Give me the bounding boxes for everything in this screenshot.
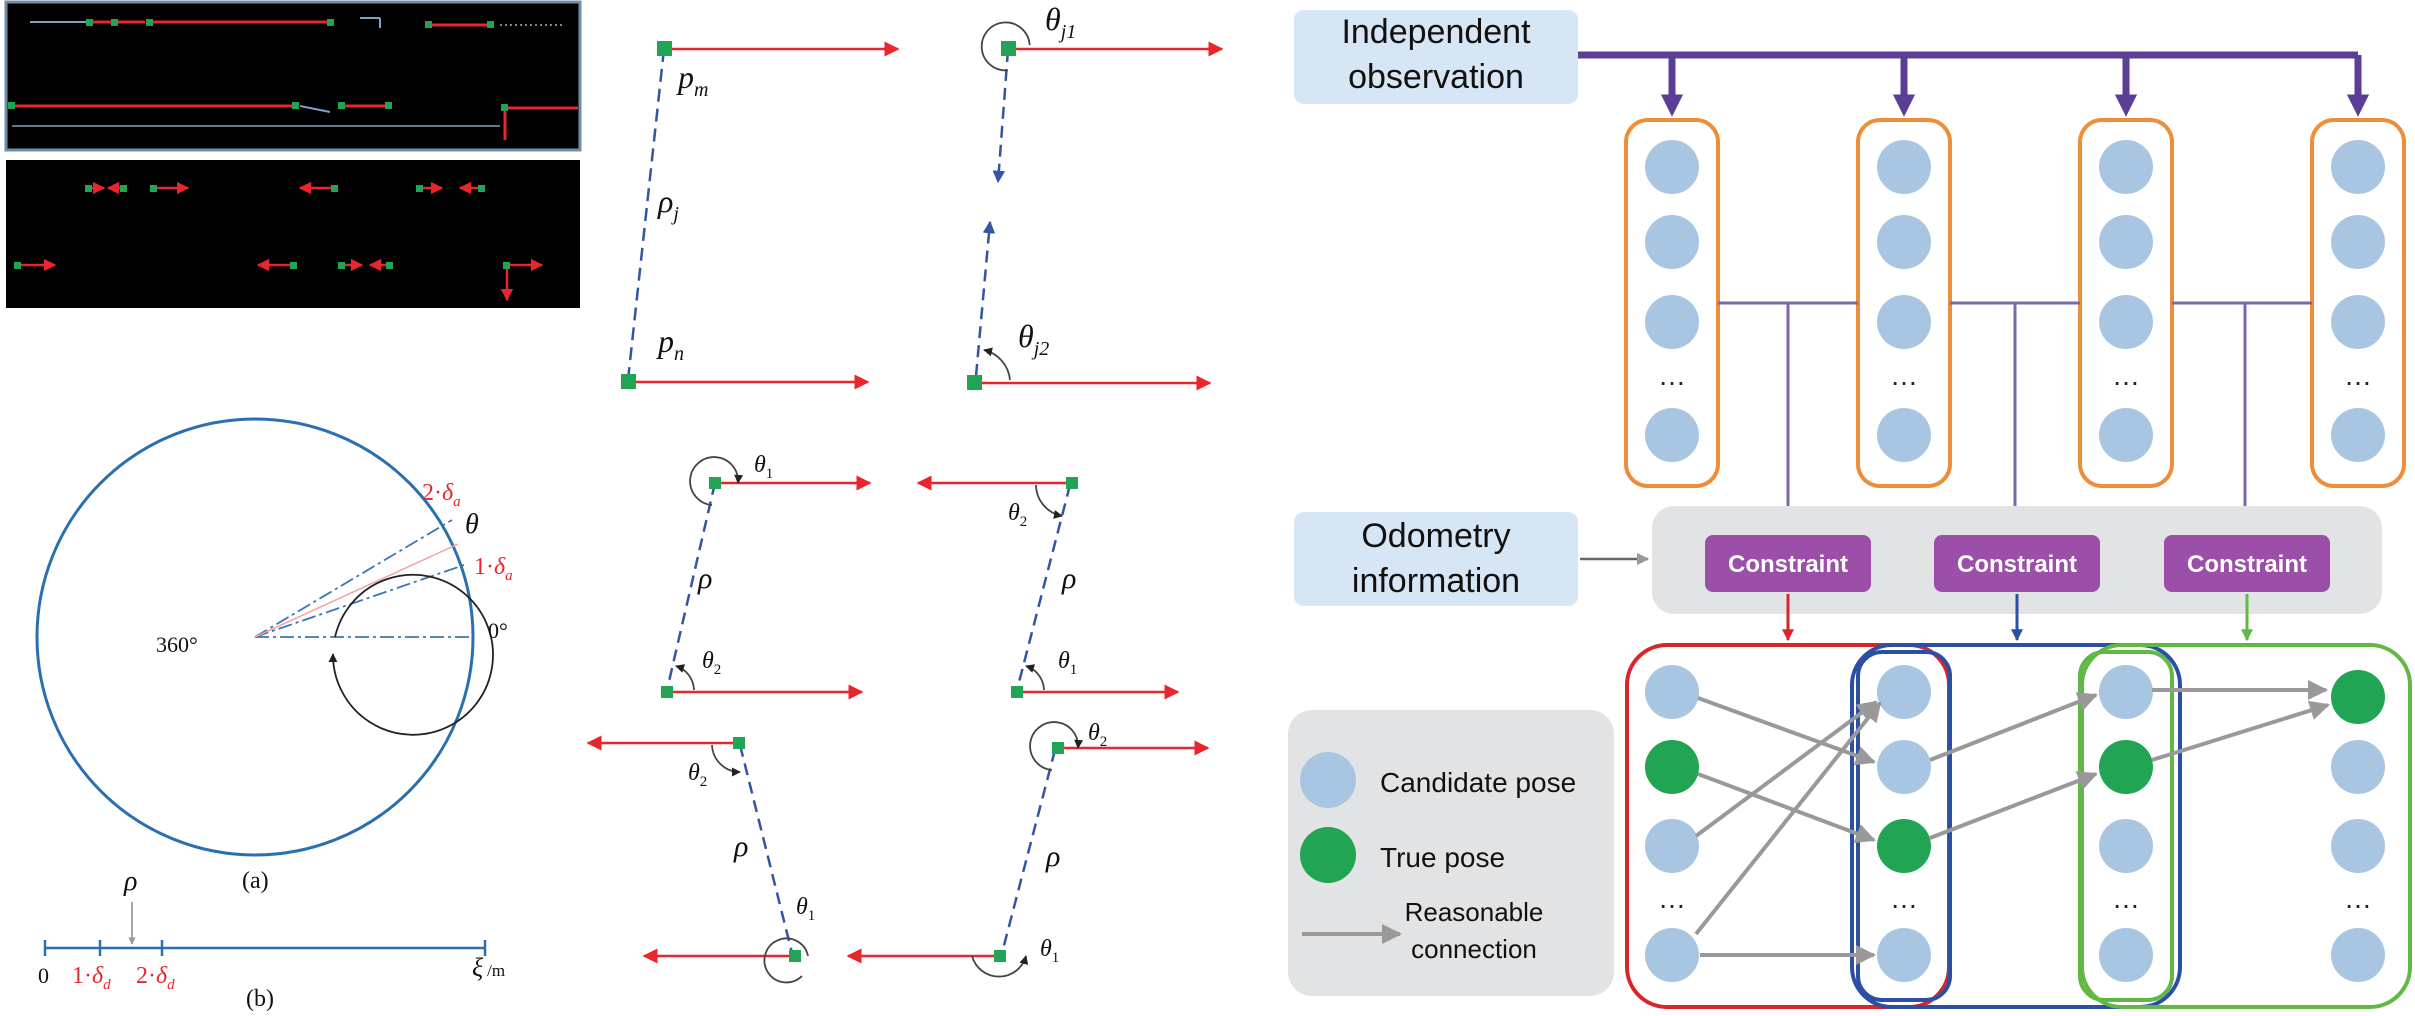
odometry-line2: information: [1352, 562, 1520, 600]
line-pair-distance: pm ρj pn: [621, 41, 900, 390]
rho-label: ρ: [733, 830, 748, 863]
rho-label: ρ: [1061, 562, 1076, 595]
legend-reasonable-1: Reasonable: [1405, 897, 1544, 927]
theta2-label: θ2: [688, 760, 707, 790]
ellipsis: …: [1658, 883, 1686, 914]
legend-true-pose: True pose: [1380, 842, 1505, 873]
p-m-label: pm: [676, 59, 708, 101]
ellipsis: …: [2344, 360, 2372, 391]
constraint-label: Constraint: [1957, 551, 2077, 578]
one-delta-d-label: 1·δd: [72, 963, 111, 993]
theta2-label: θ2: [1088, 720, 1107, 750]
rho-label: ρ: [697, 562, 712, 595]
config-bottom-right: θ2 ρ θ1: [846, 720, 1210, 978]
legend-reasonable-2: connection: [1411, 934, 1537, 964]
config-top-right: θ2 ρ θ1: [916, 475, 1180, 700]
pose-graph-diagram: Independent observation … … … …: [1288, 10, 2412, 1009]
config-bottom-left: θ2 ρ θ1: [586, 735, 815, 984]
pose-nodes: … … … …: [1645, 665, 2385, 982]
caption-b: (b): [246, 986, 274, 1012]
ellipsis: …: [1890, 883, 1918, 914]
angle-circle-diagram: 360° θ 2·δa 1·δa 0° (a): [35, 417, 513, 894]
line-pair-angles: θj1 θj2: [967, 1, 1224, 391]
one-delta-a-label: 1·δa: [474, 554, 513, 584]
deg-360-label: 360°: [156, 632, 198, 657]
ellipsis: …: [1890, 360, 1918, 391]
p-n-label: pn: [656, 323, 684, 365]
ellipsis: …: [2112, 883, 2140, 914]
ellipsis: …: [2112, 360, 2140, 391]
rho-j-label: ρj: [657, 183, 679, 225]
two-delta-a-label: 2·δa: [422, 480, 461, 510]
xi-label: ξ/m: [472, 953, 505, 982]
rho-label-b: ρ: [123, 866, 137, 897]
scan-image-top: [4, 0, 582, 152]
distance-axis-diagram: ρ 0 1·δd 2·δd ξ/m (b): [38, 866, 505, 1012]
theta1-label: θ1: [1058, 648, 1077, 678]
theta-j2-label: θj2: [1018, 318, 1049, 360]
scan-image-bottom: [6, 160, 580, 308]
legend-candidate: Candidate pose: [1380, 767, 1576, 798]
theta-label: θ: [465, 509, 479, 540]
rho-label: ρ: [1045, 840, 1060, 873]
config-top-left: θ1 ρ θ2: [661, 452, 872, 700]
deg-0-label: 0°: [488, 618, 508, 643]
independent-observation-line1: Independent: [1341, 13, 1531, 51]
constraint-boxes: Constraint Constraint Constraint: [1705, 535, 2330, 592]
theta2-label: θ2: [702, 648, 721, 678]
theta2-label: θ2: [1008, 500, 1027, 530]
theta1-label: θ1: [1040, 936, 1059, 966]
theta-j1-label: θj1: [1045, 1, 1076, 43]
theta1-label: θ1: [796, 894, 815, 924]
independent-observation-line2: observation: [1348, 58, 1524, 96]
constraint-label: Constraint: [1728, 551, 1848, 578]
caption-a: (a): [242, 868, 269, 894]
two-delta-d-label: 2·δd: [136, 963, 175, 993]
theta1-label: θ1: [754, 452, 773, 482]
constraint-label: Constraint: [2187, 551, 2307, 578]
odometry-line1: Odometry: [1361, 517, 1510, 555]
ellipsis: …: [2344, 883, 2372, 914]
candidate-columns: … … … …: [1624, 118, 2406, 488]
ellipsis: …: [1658, 360, 1686, 391]
zero-label: 0: [38, 963, 49, 988]
